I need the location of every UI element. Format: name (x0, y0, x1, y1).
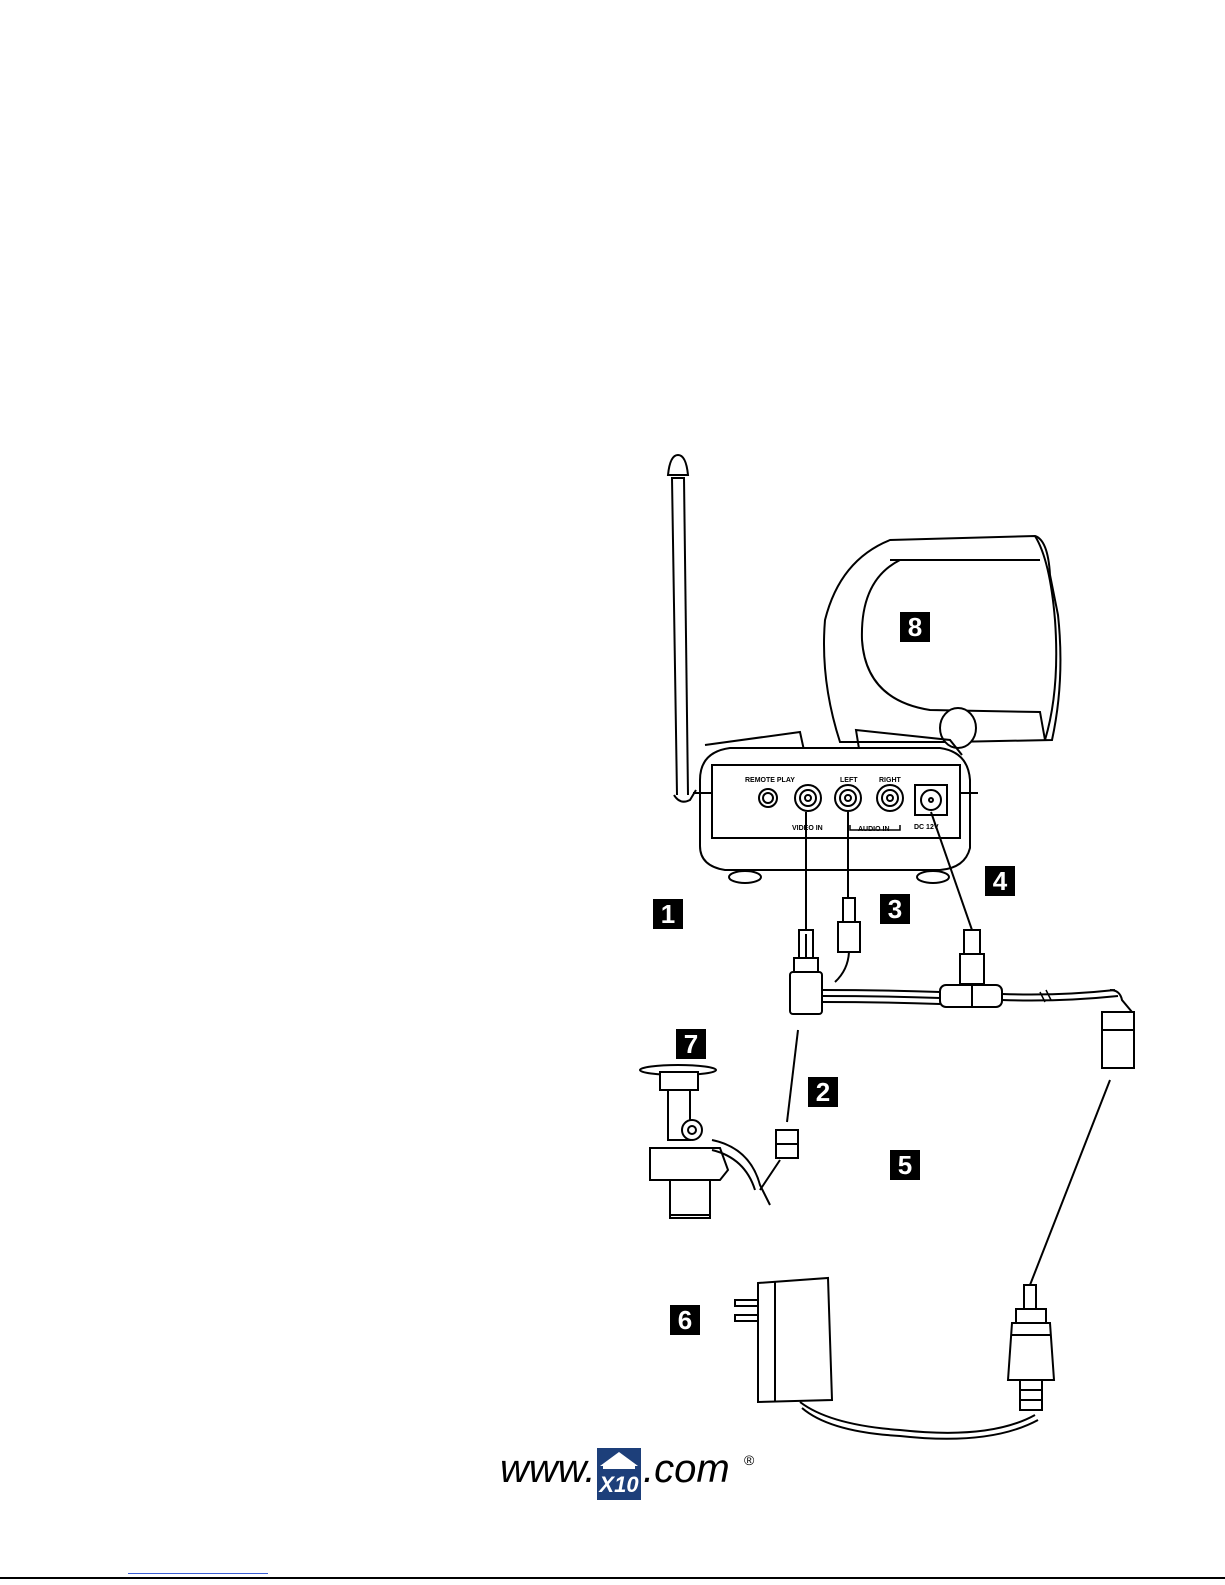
callout-3-label: 3 (888, 894, 902, 924)
monitor-unit (824, 536, 1060, 748)
callout-7-label: 7 (684, 1029, 698, 1059)
logo-brand: X10 (597, 1472, 639, 1497)
callout-4: 4 (985, 866, 1015, 896)
callout-6: 6 (670, 1305, 700, 1335)
footer-link-underline (128, 1573, 268, 1574)
callout-3: 3 (880, 894, 910, 924)
power-adapter (735, 1278, 1038, 1439)
receiver-base (693, 730, 978, 883)
port-label-video-in: VIDEO IN (792, 825, 823, 832)
camera (640, 1065, 798, 1218)
footer-rule (0, 1577, 1225, 1579)
port-label-remote: REMOTE PLAY (745, 777, 795, 784)
port-label-left: LEFT (840, 777, 858, 784)
logo-registered: ® (744, 1452, 755, 1468)
pointer-lines (787, 812, 1110, 1285)
callout-4-label: 4 (993, 866, 1008, 896)
callout-1-label: 1 (661, 899, 675, 929)
callout-8: 8 (900, 612, 930, 642)
antenna (668, 455, 696, 802)
callout-1: 1 (653, 899, 683, 929)
callout-5: 5 (890, 1150, 920, 1180)
cable-assembly (790, 898, 1134, 1068)
callout-2-label: 2 (816, 1077, 830, 1107)
logo-suffix: .com (643, 1447, 730, 1491)
callout-7: 7 (676, 1029, 706, 1059)
callout-5-label: 5 (898, 1150, 912, 1180)
port-label-right: RIGHT (879, 777, 902, 784)
callout-8-label: 8 (908, 612, 922, 642)
port-label-audio-in: AUDIO IN (858, 826, 890, 833)
dc-plug (1008, 1285, 1054, 1410)
callout-6-label: 6 (678, 1305, 692, 1335)
x10-logo: www. X10 .com ® (500, 1447, 755, 1500)
callout-2: 2 (808, 1077, 838, 1107)
logo-prefix: www. (500, 1447, 596, 1491)
